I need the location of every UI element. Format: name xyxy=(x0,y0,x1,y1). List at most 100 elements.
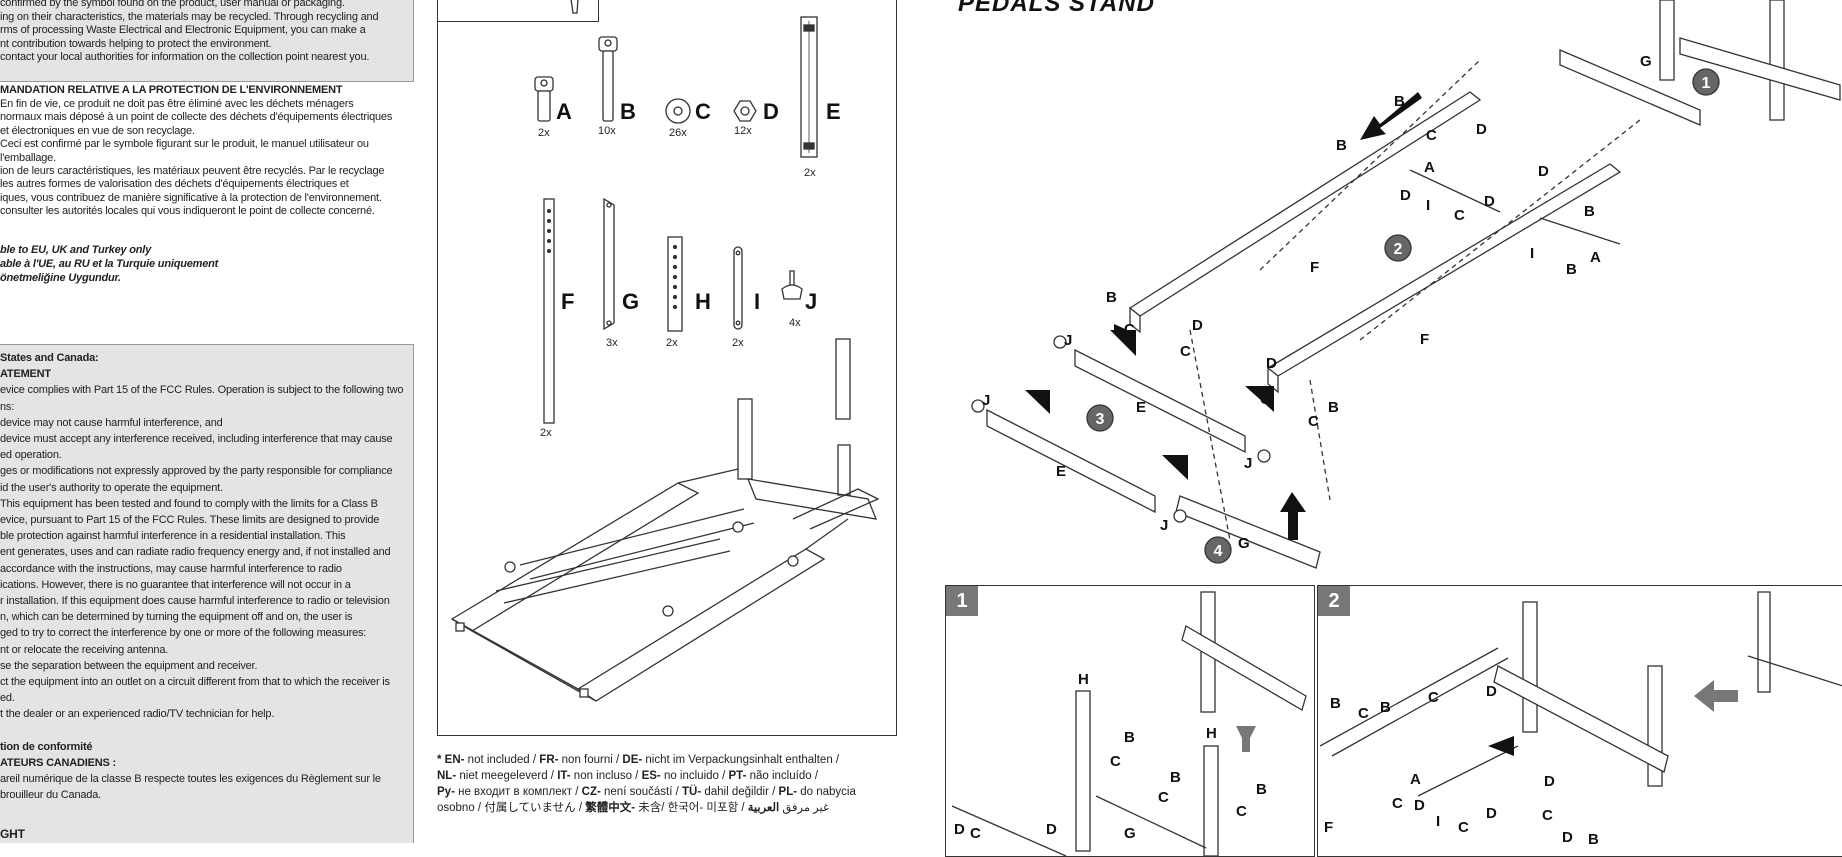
fcc-line: evice complies with Part 15 of the FCC R… xyxy=(0,384,404,397)
fcc-line: device must accept any interference rece… xyxy=(0,433,393,445)
label-b-1: B xyxy=(1394,93,1405,110)
fcc-line: brouilleur du Canada. xyxy=(0,789,101,802)
part-d-shape xyxy=(733,100,757,122)
label-f-2: F xyxy=(1420,331,1429,348)
step2-label-d-2: D xyxy=(1414,797,1425,814)
label-b-5: B xyxy=(1106,289,1117,306)
label-b-6: B xyxy=(1328,399,1339,416)
label-j-2: J xyxy=(982,392,990,409)
fcc-line: ed operation. xyxy=(0,449,62,462)
step2-label-b-1: B xyxy=(1330,695,1341,712)
weee-line: confirmed by the symbol found on the pro… xyxy=(0,0,345,9)
weee-line: nt contribution towards helping to prote… xyxy=(0,37,272,50)
guide-lines xyxy=(1189,59,1641,541)
part-g-qty: 3x xyxy=(606,337,618,349)
step1-label-b-2: B xyxy=(1170,769,1181,786)
fcc-line: t the dealer or an experienced radio/TV … xyxy=(0,708,275,721)
part-a-label: A xyxy=(556,99,572,124)
weee-line: rms of processing Waste Electrical and E… xyxy=(0,24,366,37)
bar-e-upper xyxy=(1074,348,1246,454)
label-c-1: C xyxy=(1426,127,1437,144)
part-f-label: F xyxy=(561,289,575,314)
part-i-shape xyxy=(733,246,743,330)
assembly-diagram: 1 2 3 4 B B C D A D I C D D B A B I F F … xyxy=(971,0,1841,569)
step1-label-h-2: H xyxy=(1206,725,1217,742)
part-c-shape xyxy=(665,98,691,124)
fcc-line: ATEMENT xyxy=(0,368,51,381)
part-h-qty: 2x xyxy=(666,337,678,349)
fcc-line: ATEURS CANADIENS : xyxy=(0,757,116,769)
note-text: nicht im Verpackungsinhalt enthalten / xyxy=(642,754,840,766)
step1-label-d-2: D xyxy=(1046,821,1057,838)
step-1-number: 1 xyxy=(946,586,978,616)
label-j-1: J xyxy=(1064,332,1072,349)
note-lang-code: PT- xyxy=(728,770,747,782)
note-line: * EN- not included / FR- non fourni / DE… xyxy=(437,752,897,768)
fcc-line: ns: xyxy=(0,400,15,413)
fcc-line: n, which can be determined by turning th… xyxy=(0,611,353,624)
note-text: do nabycia xyxy=(797,786,856,798)
step2-label-b-2: B xyxy=(1380,699,1391,716)
fr-line: iques, vous contribuez de manière signif… xyxy=(0,191,382,204)
fcc-line: nt or relocate the receiving antenna. xyxy=(0,643,169,656)
step2-label-d-5: D xyxy=(1562,829,1573,846)
fcc-line: accordance with the instructions, may ca… xyxy=(0,562,342,575)
note-lang-code: IT- xyxy=(557,770,571,782)
fcc-line: evice, pursuant to Part 15 of the FCC Ru… xyxy=(0,514,380,526)
fcc-line: device may not cause harmful interferenc… xyxy=(0,416,223,429)
step2-label-c-4: C xyxy=(1458,819,1469,836)
label-b-3: B xyxy=(1584,203,1595,220)
part-h-shape xyxy=(667,236,683,332)
part-b-qty: 10x xyxy=(598,125,616,137)
fcc-line: ed. xyxy=(0,692,15,705)
note-text: 未含/ 한국어- 미포함 / غير مرفق xyxy=(635,802,830,814)
label-d-3: D xyxy=(1484,193,1495,210)
label-d-5: D xyxy=(1192,317,1203,334)
label-g-1: G xyxy=(1238,535,1250,552)
part-a-qty: 2x xyxy=(538,127,550,139)
note-lang-code: TÜ- xyxy=(682,786,702,798)
note-lang-code: 繁體中文- xyxy=(585,802,636,814)
label-j-3: J xyxy=(1244,455,1252,472)
fcc-line: ct the equipment into an outlet on a cir… xyxy=(0,676,390,688)
label-d-1: D xyxy=(1476,121,1487,138)
part-j-shape xyxy=(781,270,803,300)
callout-3: 3 xyxy=(1096,411,1105,428)
partial-box xyxy=(438,0,599,22)
part-b-label: B xyxy=(620,99,636,124)
parts-drawing xyxy=(450,0,880,702)
note-lang-code: CZ- xyxy=(581,786,601,798)
fcc-line: ications. However, there is no guarantee… xyxy=(0,578,351,591)
fcc-line: ble protection against harmful interfere… xyxy=(0,530,346,543)
fcc-box xyxy=(0,344,414,843)
left-text-column: GHT confirmed by the symbol found on the… xyxy=(0,0,414,843)
label-c-2: C xyxy=(1454,207,1465,224)
fr-line: consulter les autorités locales qui vous… xyxy=(0,205,375,218)
label-a-1: A xyxy=(1424,159,1435,176)
fr-line: et électroniques en vue de son recyclage… xyxy=(0,124,195,137)
fcc-line: se the separation between the equipment … xyxy=(0,659,258,672)
step2-label-d-1: D xyxy=(1486,683,1497,700)
note-text: not included / xyxy=(464,754,540,766)
part-i-qty: 2x xyxy=(732,337,744,349)
note-line: Py- не входит в комплект / CZ- není souč… xyxy=(437,784,897,800)
fcc-line: States and Canada: xyxy=(0,352,99,364)
part-g-shape xyxy=(603,197,615,331)
step2-label-c-1: C xyxy=(1358,705,1369,722)
note-line: osobno / 付属していません / 繁體中文- 未含/ 한국어- 미포함 /… xyxy=(437,800,897,816)
step1-label-c-4: C xyxy=(970,825,981,842)
part-i-label: I xyxy=(754,289,761,314)
callout-4: 4 xyxy=(1214,543,1223,560)
step2-label-b-3: B xyxy=(1588,831,1599,848)
step-1-panel: 1 H H B C B C B C D C D G xyxy=(945,585,1315,857)
fcc-line: r installation. If this equipment does c… xyxy=(0,595,390,607)
label-i-1: I xyxy=(1426,197,1430,214)
note-lang-code: NL- xyxy=(437,770,457,782)
note-lang-code: ES- xyxy=(641,770,661,782)
step1-label-c-2: C xyxy=(1158,789,1169,806)
note-lang-code: * EN- xyxy=(437,754,465,766)
note-text: no incluido / xyxy=(660,770,729,782)
copyright-heading: GHT xyxy=(0,827,25,841)
part-j-qty: 4x xyxy=(789,317,801,329)
part-h-label: H xyxy=(695,289,711,314)
